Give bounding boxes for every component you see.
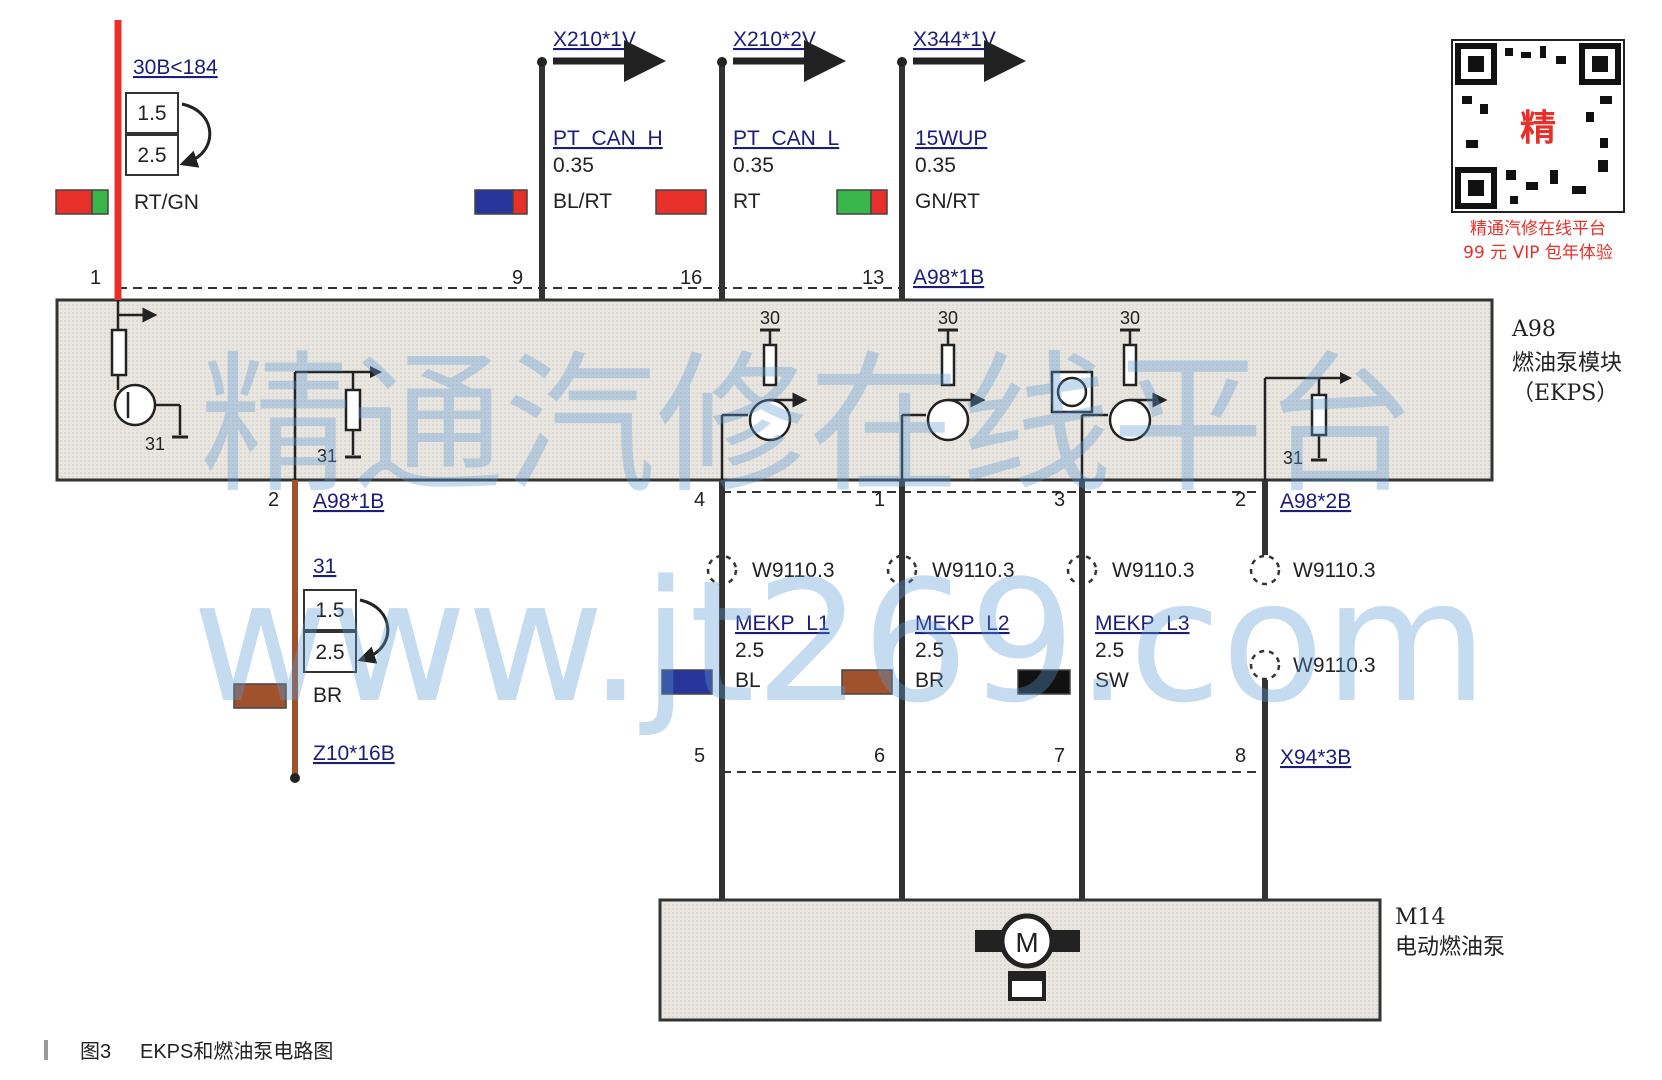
caption-bar (44, 1040, 48, 1060)
ground-label-2: 31 (317, 446, 337, 466)
motor-wire-3-pin-top: 3 (1054, 489, 1065, 511)
wire-9-name: PT_CAN_H (553, 127, 663, 150)
wire-1-size-b: 2.5 (137, 144, 166, 167)
ground-label-3: 31 (1283, 448, 1303, 468)
watermark-text: 精通汽修在线平台 (200, 337, 1416, 514)
qr-line-2: 99 元 VIP 包年体验 (1463, 243, 1613, 263)
qr-line-1: 精通汽修在线平台 (1470, 219, 1606, 239)
motor-wire-2-pin-bottom: 6 (874, 745, 885, 767)
size-swap-icon (357, 598, 390, 664)
motor-wire-2-name: MEKP_L2 (915, 612, 1010, 635)
wire-13-pin: 13 (862, 267, 884, 289)
splice-4: W9110.3 (1293, 559, 1376, 582)
motor-wire-3-name: MEKP_L3 (1095, 612, 1190, 635)
wire-16-pin: 16 (680, 267, 702, 289)
supply-label-3: 30 (1120, 308, 1140, 328)
wire-13-size: 0.35 (915, 154, 956, 177)
module-internal-circuit (110, 300, 1352, 480)
motor-wire-1-pin-top: 4 (694, 489, 705, 511)
motor-wire-1-swatch (661, 669, 713, 695)
splice-4b: W9110.3 (1293, 654, 1376, 677)
wire-1-color-swatch (55, 189, 109, 215)
motor-wire-3-pin-bottom: 7 (1054, 745, 1065, 767)
wire-13-color-code: GN/RT (915, 190, 980, 213)
splice-2: W9110.3 (932, 559, 1015, 582)
a98-1b-top-label: A98*1B (913, 266, 984, 289)
wire-9-pin: 9 (512, 267, 523, 289)
ground-color-code: BR (313, 684, 342, 707)
ground-size-a: 1.5 (315, 599, 344, 622)
ground-size-b: 2.5 (315, 641, 344, 664)
can-h-target: X210*1V (553, 28, 636, 51)
transistor-icon (113, 383, 157, 427)
module-id: A98 (1511, 317, 1556, 342)
x94-label: X94*3B (1280, 746, 1351, 769)
motor-wire-2-swatch (841, 669, 893, 695)
wire-13-name: 15WUP (915, 127, 987, 150)
motor-id: M14 (1395, 905, 1446, 930)
motor-wire-3-size: 2.5 (1095, 639, 1124, 662)
caption-figure: 图3 (80, 1041, 111, 1063)
wire-16-color-swatch (655, 189, 707, 215)
wire-1-pin: 1 (90, 267, 101, 289)
qr-code-icon: 精 (1451, 39, 1625, 213)
wire-9-color-code: BL/RT (553, 190, 612, 213)
ground-color-swatch (233, 683, 287, 709)
wire-13-color-swatch (836, 189, 888, 215)
wire-16-color-code: RT (733, 190, 761, 213)
resistor-icon (110, 328, 128, 377)
qr-badge: 精 (1520, 108, 1556, 149)
supply-label-2: 30 (938, 308, 958, 328)
motor-name: 电动燃油泵 (1395, 935, 1505, 960)
wire-9-size: 0.35 (553, 154, 594, 177)
motor-wire-1-name: MEKP_L1 (735, 612, 830, 635)
wire-1-color-code: RT/GN (134, 191, 199, 214)
motor-wire-4-pin-bottom: 8 (1235, 745, 1246, 767)
motor-icon: M (975, 913, 1080, 1001)
watermark-url: www.jt269.com (192, 544, 1488, 740)
svg-text:M: M (1015, 927, 1038, 958)
caption-title: EKPS和燃油泵电路图 (140, 1040, 333, 1063)
motor-wire-2-color: BR (915, 669, 944, 692)
splice-markers (706, 554, 1281, 681)
motor-wire-1-color: BL (735, 669, 761, 692)
motor-wire-2-pin-top: 1 (874, 489, 885, 511)
module-abbr: （EKPS） (1512, 381, 1618, 406)
ground-end: Z10*16B (313, 742, 395, 765)
module-name: 燃油泵模块 (1512, 351, 1622, 376)
wup-target: X344*1V (913, 28, 996, 51)
wire-16-name: PT_CAN_L (733, 127, 839, 150)
size-swap-icon (179, 102, 212, 168)
splice-3: W9110.3 (1112, 559, 1195, 582)
supply-label-1: 30 (760, 308, 780, 328)
wire-16-size: 0.35 (733, 154, 774, 177)
wire-9-color-swatch (474, 189, 528, 215)
a98-2b-label: A98*2B (1280, 490, 1351, 513)
motor-wire-2-size: 2.5 (915, 639, 944, 662)
ground-connector: A98*1B (313, 490, 384, 513)
motor-wire-1-pin-bottom: 5 (694, 745, 705, 767)
ground-wire-name: 31 (313, 555, 336, 578)
fuse-label: 30B<184 (133, 56, 218, 79)
can-l-target: X210*2V (733, 28, 816, 51)
wire-1-size-a: 1.5 (137, 102, 166, 125)
ground-pin: 2 (268, 489, 279, 511)
splice-1: W9110.3 (752, 559, 835, 582)
motor-wire-4-pin-top: 2 (1235, 489, 1246, 511)
motor-wire-1-size: 2.5 (735, 639, 764, 662)
motor-wire-3-swatch (1017, 669, 1071, 695)
ground-label-1: 31 (145, 434, 165, 454)
motor-wire-3-color: SW (1095, 669, 1129, 692)
